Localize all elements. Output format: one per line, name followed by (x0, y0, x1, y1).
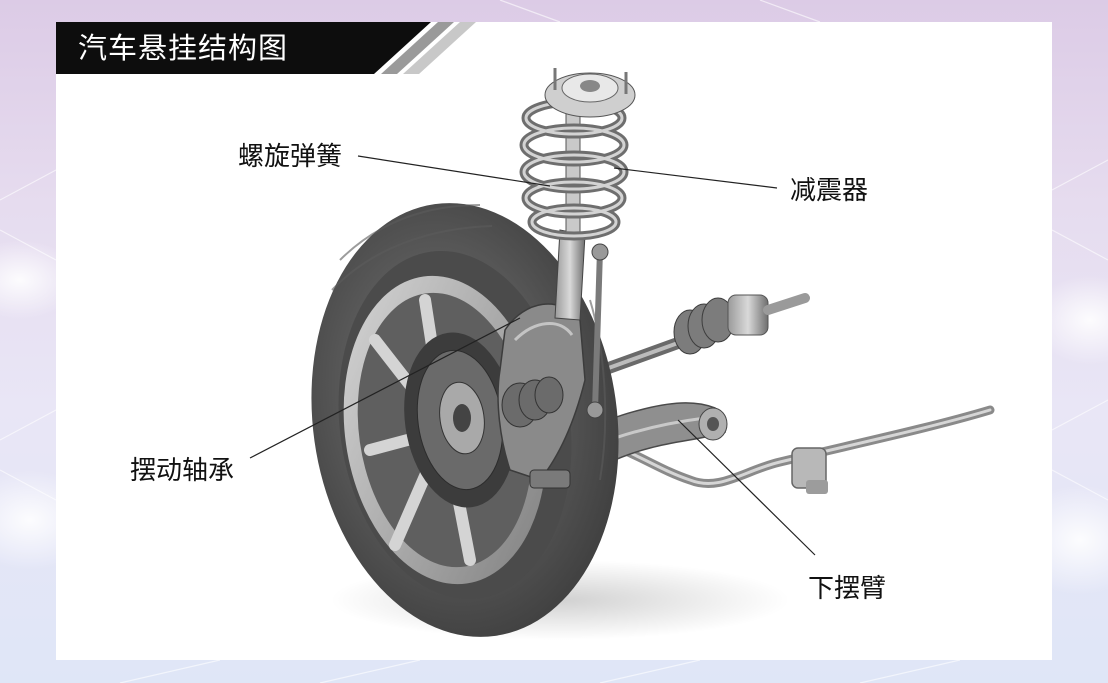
steering-knuckle (497, 303, 586, 489)
brake-disc (404, 332, 516, 508)
leader-lines (249, 155, 816, 556)
label-shock-absorber: 减震器 (790, 176, 869, 206)
label-swing-bearing: 摆动轴承 (130, 456, 235, 486)
coil-spring-highlight (522, 100, 626, 238)
label-coil-spring: 螺旋弹簧 (238, 142, 343, 172)
page-title: 汽车悬挂结构图 (78, 31, 289, 65)
top-mount (544, 68, 636, 118)
label-lower-arm: 下摆臂 (808, 574, 887, 604)
title-banner (56, 22, 476, 74)
stabilizer-bar (595, 405, 995, 494)
